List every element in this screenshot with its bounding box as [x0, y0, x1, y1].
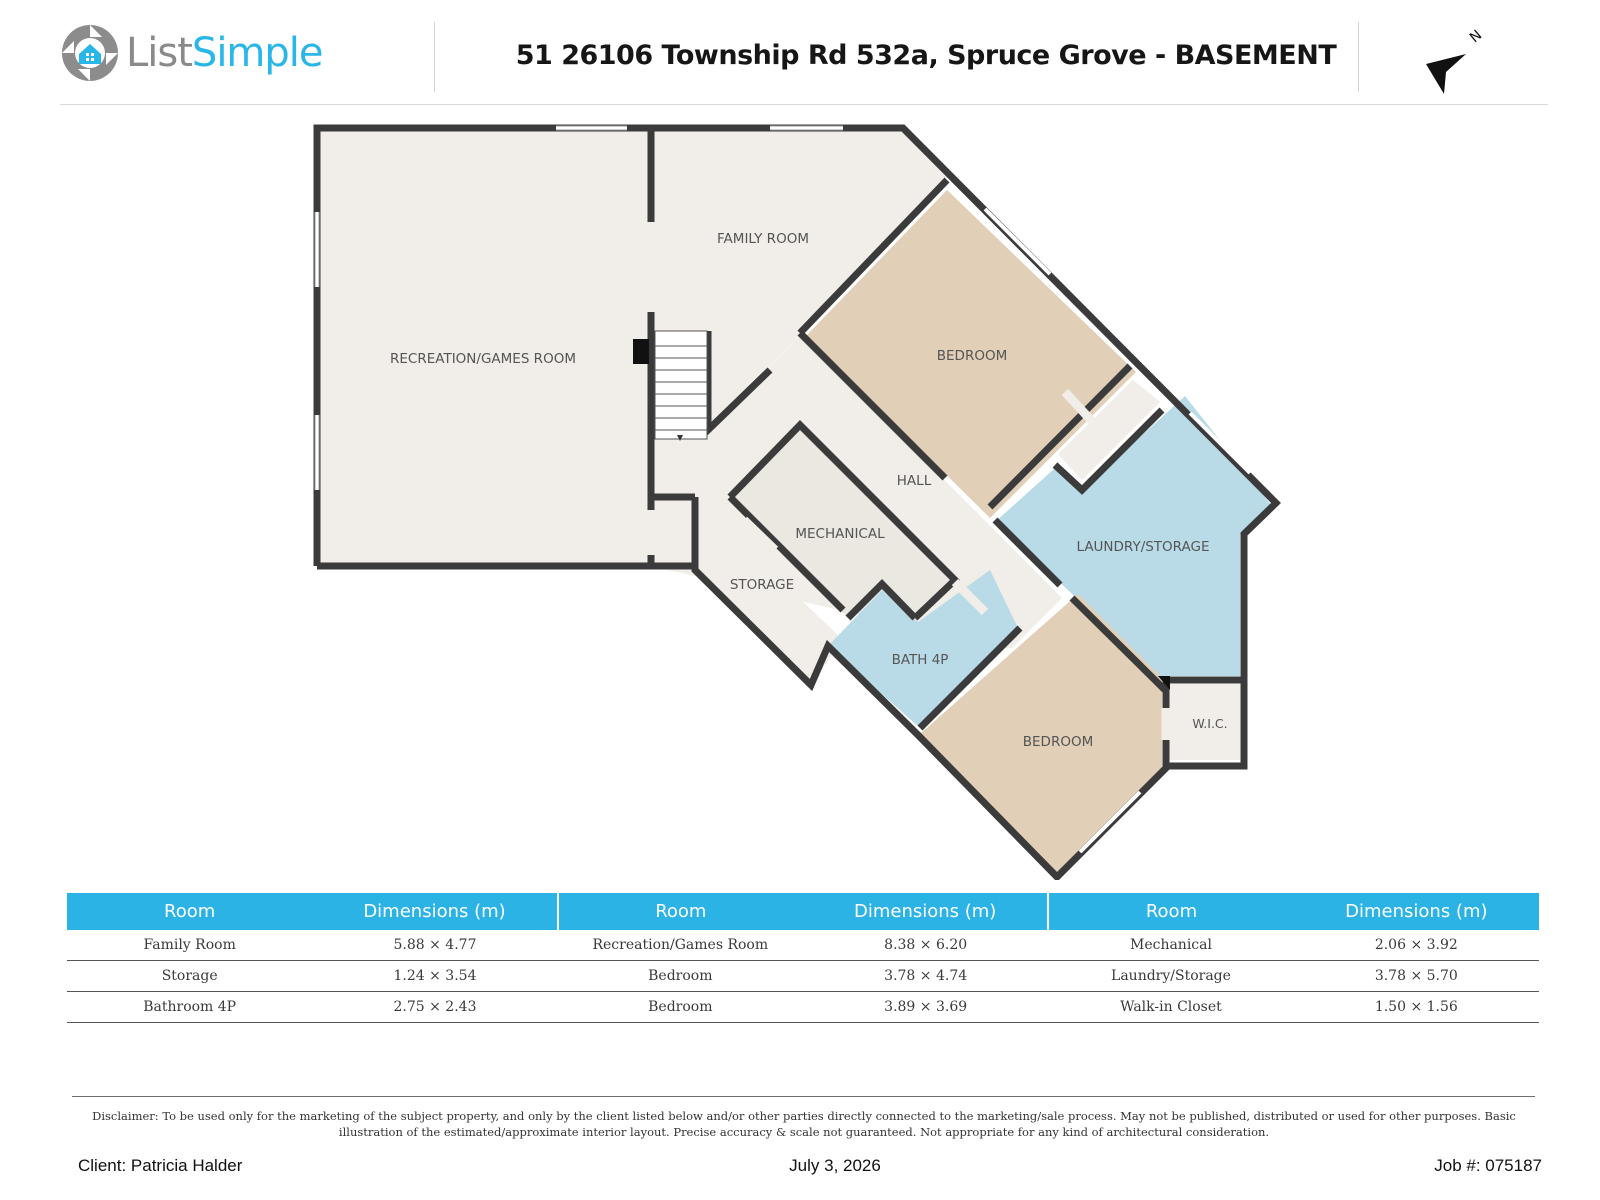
bedroom-2-floor: [920, 594, 1162, 876]
wall-corner: [1158, 676, 1170, 690]
label-hall: HALL: [897, 473, 932, 489]
table-header: Dimensions (m): [312, 893, 558, 930]
job-number: Job #: 075187: [1434, 1156, 1542, 1175]
stair-down-arrow-icon: [677, 435, 683, 441]
wall-mech-upper: [727, 420, 961, 621]
table-header-row: Room Dimensions (m) Room Dimensions (m) …: [67, 893, 1539, 930]
header: ListSimple 51 26106 Township Rd 532a, Sp…: [60, 18, 1548, 105]
table-cell: 5.88 × 4.77: [312, 930, 558, 961]
windows: [315, 126, 1252, 854]
wall-storage-mech: [727, 494, 846, 613]
wall-stair: [704, 331, 773, 439]
door-openings: [646, 222, 1171, 740]
label-laundry: LAUNDRY/STORAGE: [1076, 539, 1209, 555]
family-room-floor: [652, 130, 947, 492]
wall-bedroom1-hall: [797, 330, 948, 481]
table-cell: Storage: [67, 960, 313, 992]
storage-floor: [695, 498, 843, 684]
wall-laundry-closet: [1052, 407, 1165, 495]
label-wic: W.I.C.: [1192, 716, 1227, 731]
table-cell: 1.24 × 3.54: [312, 960, 558, 992]
recreation-room-floor: [317, 130, 652, 566]
north-arrow-icon: N: [1426, 27, 1485, 94]
wic-floor: [1168, 684, 1240, 760]
label-family-room: FAMILY ROOM: [717, 231, 809, 247]
table-cell: Laundry/Storage: [1048, 960, 1294, 992]
table-header: Dimensions (m): [1293, 893, 1539, 930]
label-recreation-room: RECREATION/GAMES ROOM: [390, 351, 576, 367]
staircase: [633, 330, 1170, 690]
footer-rule: [72, 1096, 1535, 1097]
table-cell: Bedroom: [557, 960, 803, 992]
wic-corridor-floor: [1058, 380, 1160, 480]
wall-laundry-bedroom2: [1069, 595, 1168, 693]
table-row: Bathroom 4P 2.75 × 2.43 Bedroom 3.89 × 3…: [67, 991, 1539, 1023]
table-row: Storage 1.24 × 3.54 Bedroom 3.78 × 4.74 …: [67, 960, 1539, 992]
table-cell: 3.78 × 4.74: [802, 960, 1049, 992]
disclaimer-text: Disclaimer: To be used only for the mark…: [92, 1109, 1516, 1139]
header-divider-right: [1358, 22, 1359, 92]
table-cell: 3.89 × 3.69: [802, 991, 1049, 1023]
header-divider-left: [434, 22, 435, 92]
table-header: Room: [556, 893, 803, 930]
wall-bath-bedroom2: [917, 625, 1023, 731]
window-frames: [314, 125, 843, 490]
table-cell: Mechanical: [1048, 930, 1294, 961]
page-title: 51 26106 Township Rd 532a, Spruce Grove …: [515, 40, 1337, 71]
label-storage: STORAGE: [730, 577, 794, 593]
label-bedroom-1: BEDROOM: [937, 348, 1007, 364]
table-cell: Recreation/Games Room: [557, 930, 803, 961]
table-cell: Walk-in Closet: [1048, 991, 1294, 1023]
table-cell: Bedroom: [557, 991, 803, 1023]
wall-bedroom1-rear: [987, 363, 1133, 510]
table-cell: Family Room: [67, 930, 313, 961]
client-name: Client: Patricia Halder: [78, 1156, 243, 1175]
floor-plan: FAMILY ROOM RECREATION/GAMES ROOM BEDROO…: [313, 124, 1281, 880]
table-row: Family Room 5.88 × 4.77 Recreation/Games…: [67, 930, 1539, 961]
plan-date: July 3, 2026: [789, 1156, 881, 1175]
table-cell: 1.50 × 1.56: [1293, 991, 1539, 1023]
table-cell: 8.38 × 6.20: [802, 930, 1049, 961]
table-cell: 3.78 × 5.70: [1293, 960, 1539, 992]
wall-bedroom1-front: [797, 177, 950, 336]
table-cell: 2.75 × 2.43: [312, 991, 558, 1023]
laundry-floor: [995, 396, 1272, 676]
label-bath: BATH 4P: [892, 652, 949, 668]
room-dimensions-table: Room Dimensions (m) Room Dimensions (m) …: [67, 893, 1539, 1023]
label-bedroom-2: BEDROOM: [1023, 734, 1093, 750]
table-cell: 2.06 × 3.92: [1293, 930, 1539, 961]
table-header: Dimensions (m): [802, 893, 1049, 930]
brand-wordmark: ListSimple: [126, 30, 324, 76]
table-cell: Bathroom 4P: [67, 991, 313, 1023]
bedroom-1-floor: [806, 190, 1136, 518]
label-mechanical: MECHANICAL: [795, 526, 885, 542]
bath-floor: [828, 570, 1018, 728]
camera-aperture-house-icon: [62, 25, 118, 81]
mechanical-floor: [730, 425, 955, 618]
brand-logo: ListSimple: [60, 22, 324, 84]
wall-laundry-hall: [992, 517, 1063, 588]
table-header: Room: [1047, 893, 1294, 930]
table-header: Room: [67, 893, 313, 930]
fireplace: [633, 339, 649, 364]
room-floors: [317, 130, 1272, 876]
room-labels: FAMILY ROOM RECREATION/GAMES ROOM BEDROO…: [390, 231, 1228, 750]
wall-mech-bath: [845, 579, 918, 621]
